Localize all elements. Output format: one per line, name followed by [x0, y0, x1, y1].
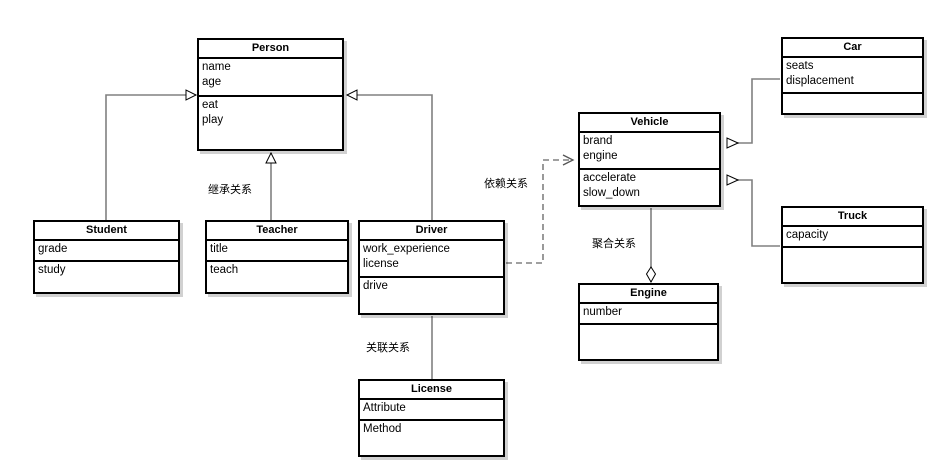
class-attribute: seats: [786, 60, 814, 72]
class-attributes-license: Attribute: [360, 400, 503, 421]
class-box-student[interactable]: Student grade study: [33, 220, 180, 294]
class-title-driver: Driver: [360, 222, 503, 241]
class-attributes-engine: number: [580, 304, 717, 325]
class-attribute: license: [363, 258, 399, 270]
class-methods-license: Method: [360, 421, 503, 457]
class-box-car[interactable]: Car seats displacement: [781, 37, 924, 115]
class-box-vehicle[interactable]: Vehicle brand engine accelerate slow_down: [578, 112, 721, 207]
class-method: accelerate: [583, 172, 637, 184]
class-method: drive: [363, 280, 388, 292]
class-attributes-car: seats displacement: [783, 58, 922, 94]
class-title-person: Person: [199, 40, 342, 59]
class-methods-car: [783, 94, 922, 115]
class-attribute: title: [210, 243, 228, 255]
class-method: eat: [202, 99, 218, 111]
edge-driver-person: [345, 89, 433, 220]
class-attribute: work_experience: [363, 243, 450, 255]
class-methods-engine: [580, 325, 717, 361]
class-attributes-vehicle: brand engine: [580, 133, 719, 170]
class-attribute: engine: [583, 150, 618, 162]
class-box-person[interactable]: Person name age eat play: [197, 38, 344, 151]
edge-label-inheritance: 继承关系: [208, 183, 252, 196]
class-attribute: displacement: [786, 75, 854, 87]
class-method: slow_down: [583, 187, 640, 199]
class-methods-person: eat play: [199, 97, 342, 151]
class-box-teacher[interactable]: Teacher title teach: [205, 220, 349, 294]
class-attribute: grade: [38, 243, 68, 255]
edge-student-person: [105, 89, 198, 220]
class-methods-truck: [783, 248, 922, 284]
class-method: study: [38, 264, 66, 276]
class-attributes-teacher: title: [207, 241, 347, 262]
class-attribute: brand: [583, 135, 613, 147]
class-attributes-truck: capacity: [783, 227, 922, 248]
class-attributes-student: grade: [35, 241, 178, 262]
edge-label-dependency: 依赖关系: [484, 177, 528, 190]
class-title-teacher: Teacher: [207, 222, 347, 241]
class-title-student: Student: [35, 222, 178, 241]
class-attribute: capacity: [786, 229, 829, 241]
class-title-truck: Truck: [783, 208, 922, 227]
edge-label-aggregation: 聚合关系: [592, 237, 636, 250]
class-methods-driver: drive: [360, 278, 503, 315]
class-title-license: License: [360, 381, 503, 400]
class-attributes-person: name age: [199, 59, 342, 97]
edge-car-vehicle: [727, 78, 780, 143]
class-method: teach: [210, 264, 239, 276]
class-attribute: number: [583, 306, 622, 318]
class-box-license[interactable]: License Attribute Method: [358, 379, 505, 457]
class-box-engine[interactable]: Engine number: [578, 283, 719, 361]
class-title-car: Car: [783, 39, 922, 58]
class-title-engine: Engine: [580, 285, 717, 304]
class-attribute: age: [202, 76, 222, 88]
class-title-vehicle: Vehicle: [580, 114, 719, 133]
class-box-truck[interactable]: Truck capacity: [781, 206, 924, 284]
class-attribute: name: [202, 61, 231, 73]
class-method: play: [202, 114, 224, 126]
class-methods-student: study: [35, 262, 178, 294]
edge-truck-vehicle: [727, 180, 780, 247]
edge-label-association: 关联关系: [366, 341, 410, 354]
class-attribute: Attribute: [363, 402, 406, 414]
class-methods-teacher: teach: [207, 262, 347, 294]
class-methods-vehicle: accelerate slow_down: [580, 170, 719, 207]
class-method: Method: [363, 423, 402, 435]
